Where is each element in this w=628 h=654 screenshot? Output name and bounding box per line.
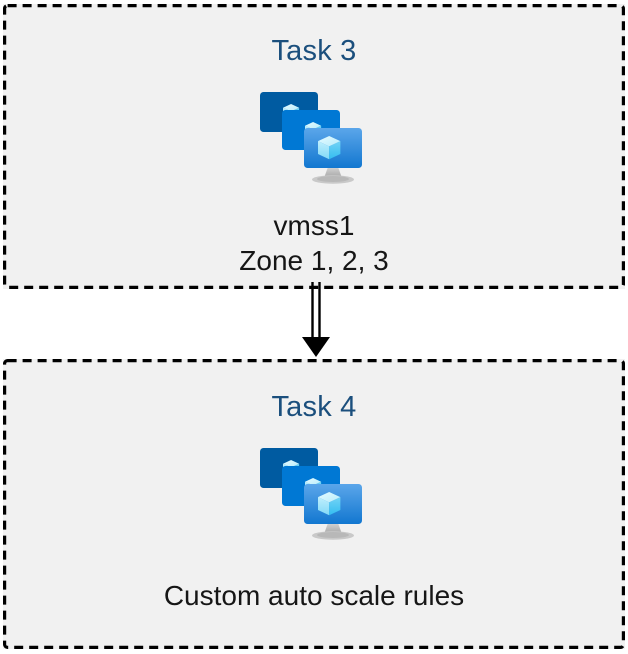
- task-4-heading: Task 4: [271, 391, 357, 423]
- task-3-caption-line-2: Zone 1, 2, 3: [239, 245, 389, 276]
- task-3-heading: Task 3: [271, 35, 357, 67]
- connector-arrow-task3-to-task4: [302, 282, 330, 357]
- vm-scale-set-icon: [260, 448, 362, 540]
- task-4-caption: Custom auto scale rules: [3, 578, 625, 613]
- task-4-caption-line-1: Custom auto scale rules: [163, 580, 465, 611]
- task-3-caption: vmss1 Zone 1, 2, 3: [3, 208, 625, 278]
- task-3-caption-line-1: vmss1: [273, 210, 355, 241]
- task-3-box[interactable]: Task 3: [3, 4, 625, 289]
- task-4-box[interactable]: Task 4: [3, 359, 625, 649]
- vm-scale-set-icon: [260, 92, 362, 184]
